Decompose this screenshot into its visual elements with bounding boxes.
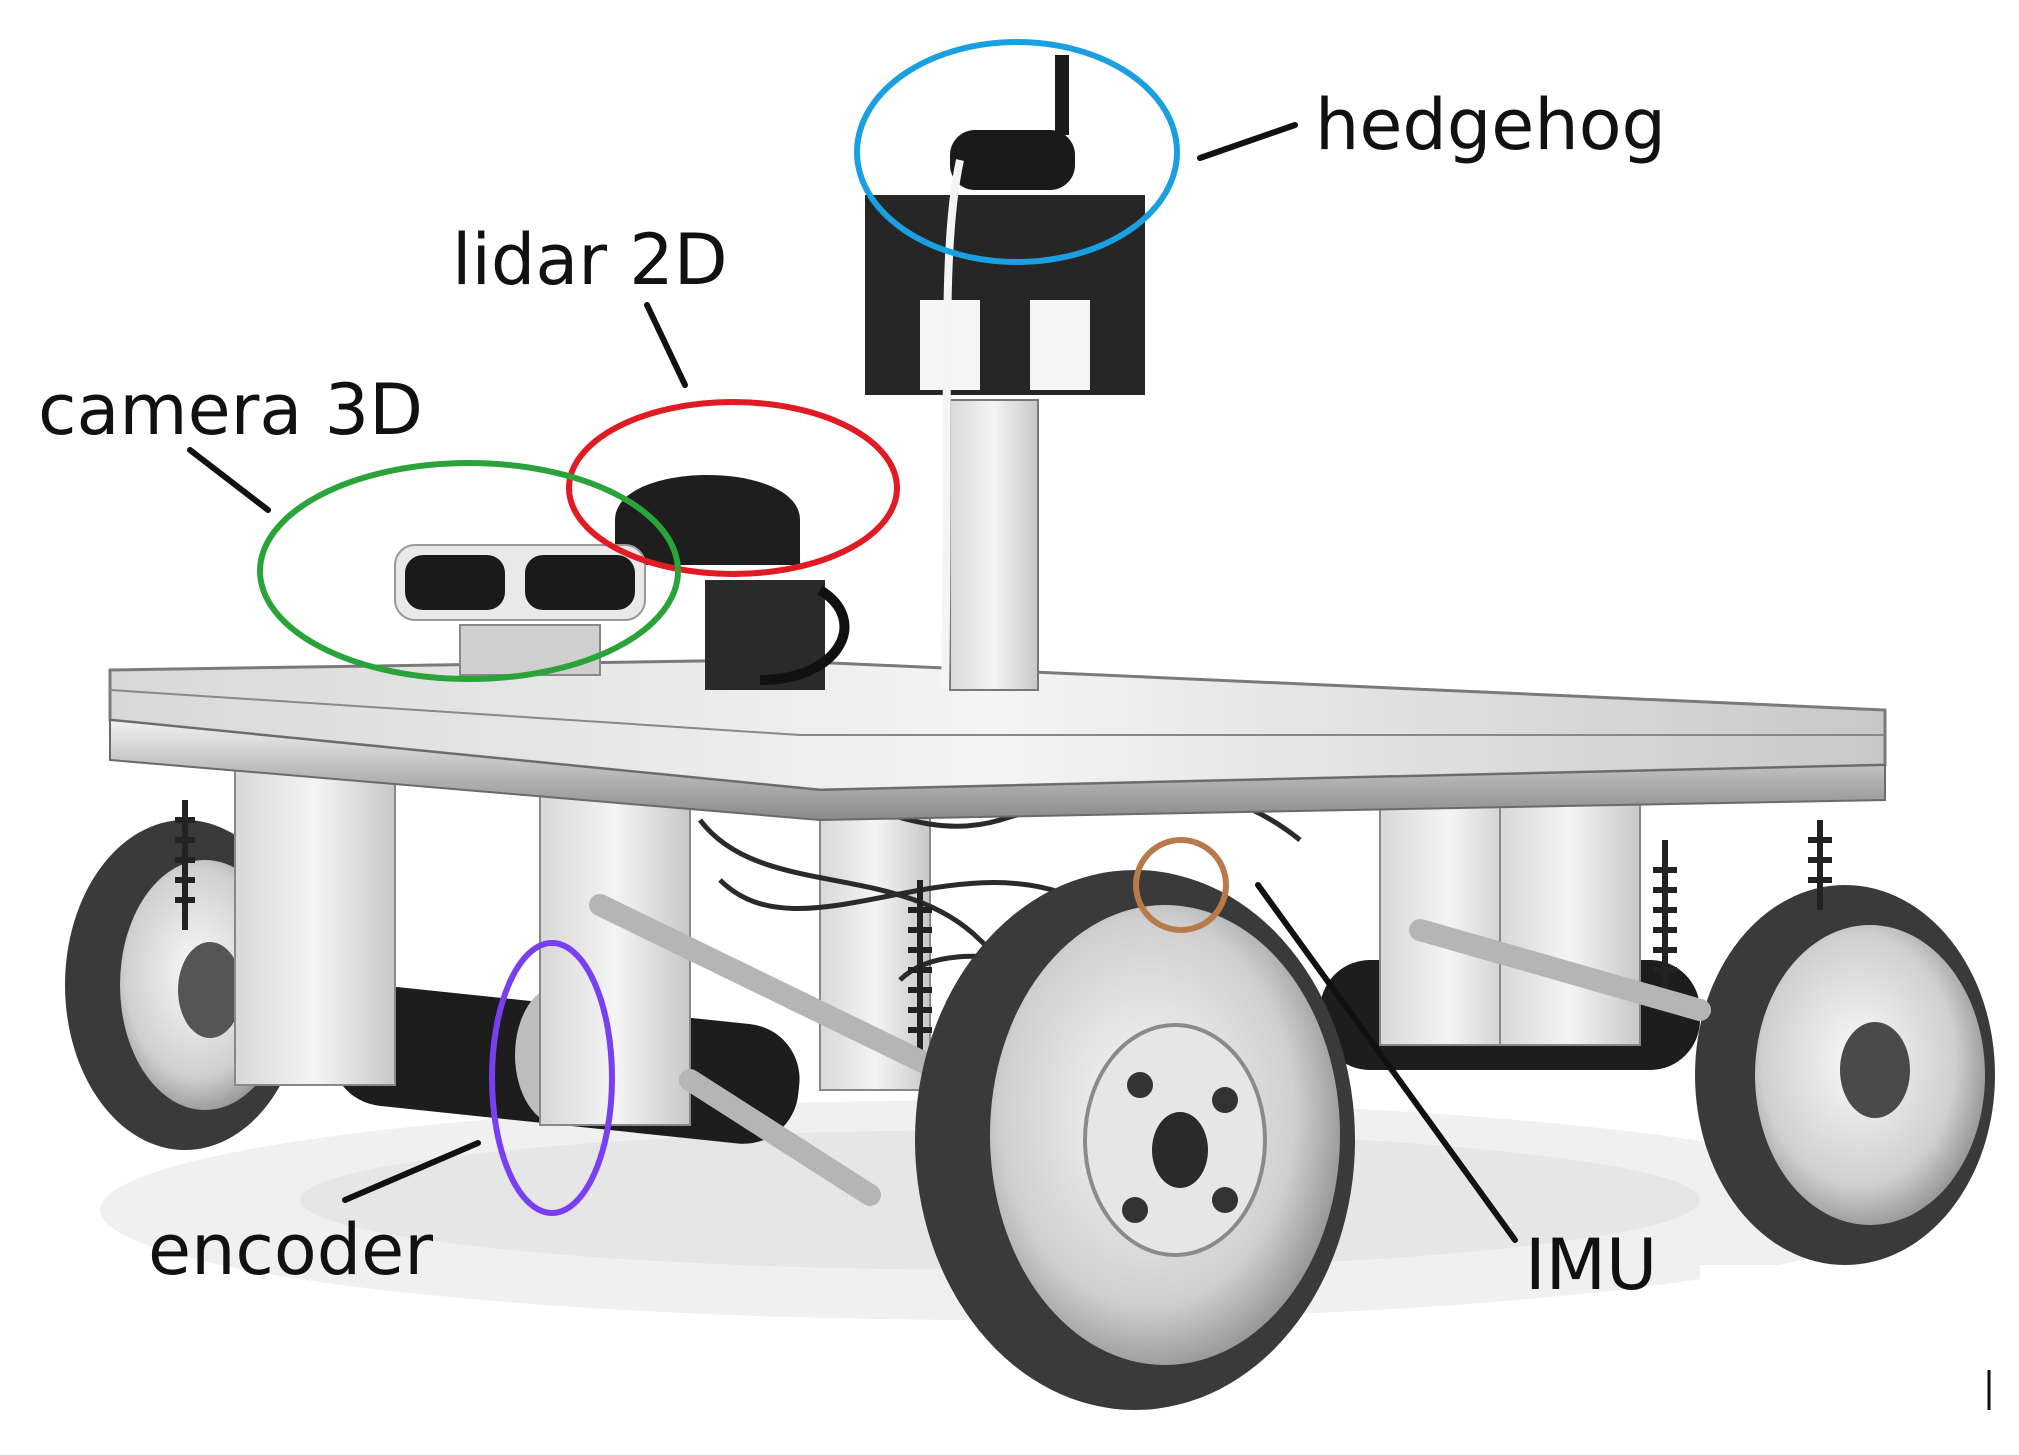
leader-lines	[187, 122, 1518, 1243]
wheel-back-right	[1695, 885, 1995, 1265]
lidar-device	[615, 475, 850, 690]
camera-label: camera 3D	[38, 369, 423, 451]
encoder-leader-line	[342, 1140, 481, 1203]
mast	[865, 55, 1145, 691]
lidar-leader-line	[644, 302, 688, 388]
hedgehog-highlight-ring	[854, 39, 1180, 265]
wheel-front	[915, 870, 1355, 1410]
suspension	[175, 800, 1832, 1060]
imu-highlight-ring	[1133, 837, 1229, 933]
stereo-camera	[394, 544, 646, 676]
top-plate	[108, 658, 1887, 822]
lidar-highlight-ring	[566, 399, 900, 577]
imu-leader-line	[1255, 882, 1518, 1243]
edge-marks	[1700, 1265, 1991, 1410]
encoder-label: encoder	[148, 1209, 434, 1291]
imu-label: IMU	[1525, 1224, 1658, 1306]
annotation-rings	[257, 39, 1229, 1216]
lidar-label: lidar 2D	[452, 219, 728, 301]
camera-leader-line	[187, 447, 271, 513]
hedgehog-label: hedgehog	[1315, 84, 1666, 166]
camera-highlight-ring	[257, 460, 681, 682]
hedgehog-leader-line	[1197, 122, 1298, 161]
encoder-highlight-ring	[489, 940, 615, 1216]
swing-arms	[589, 894, 1711, 1206]
